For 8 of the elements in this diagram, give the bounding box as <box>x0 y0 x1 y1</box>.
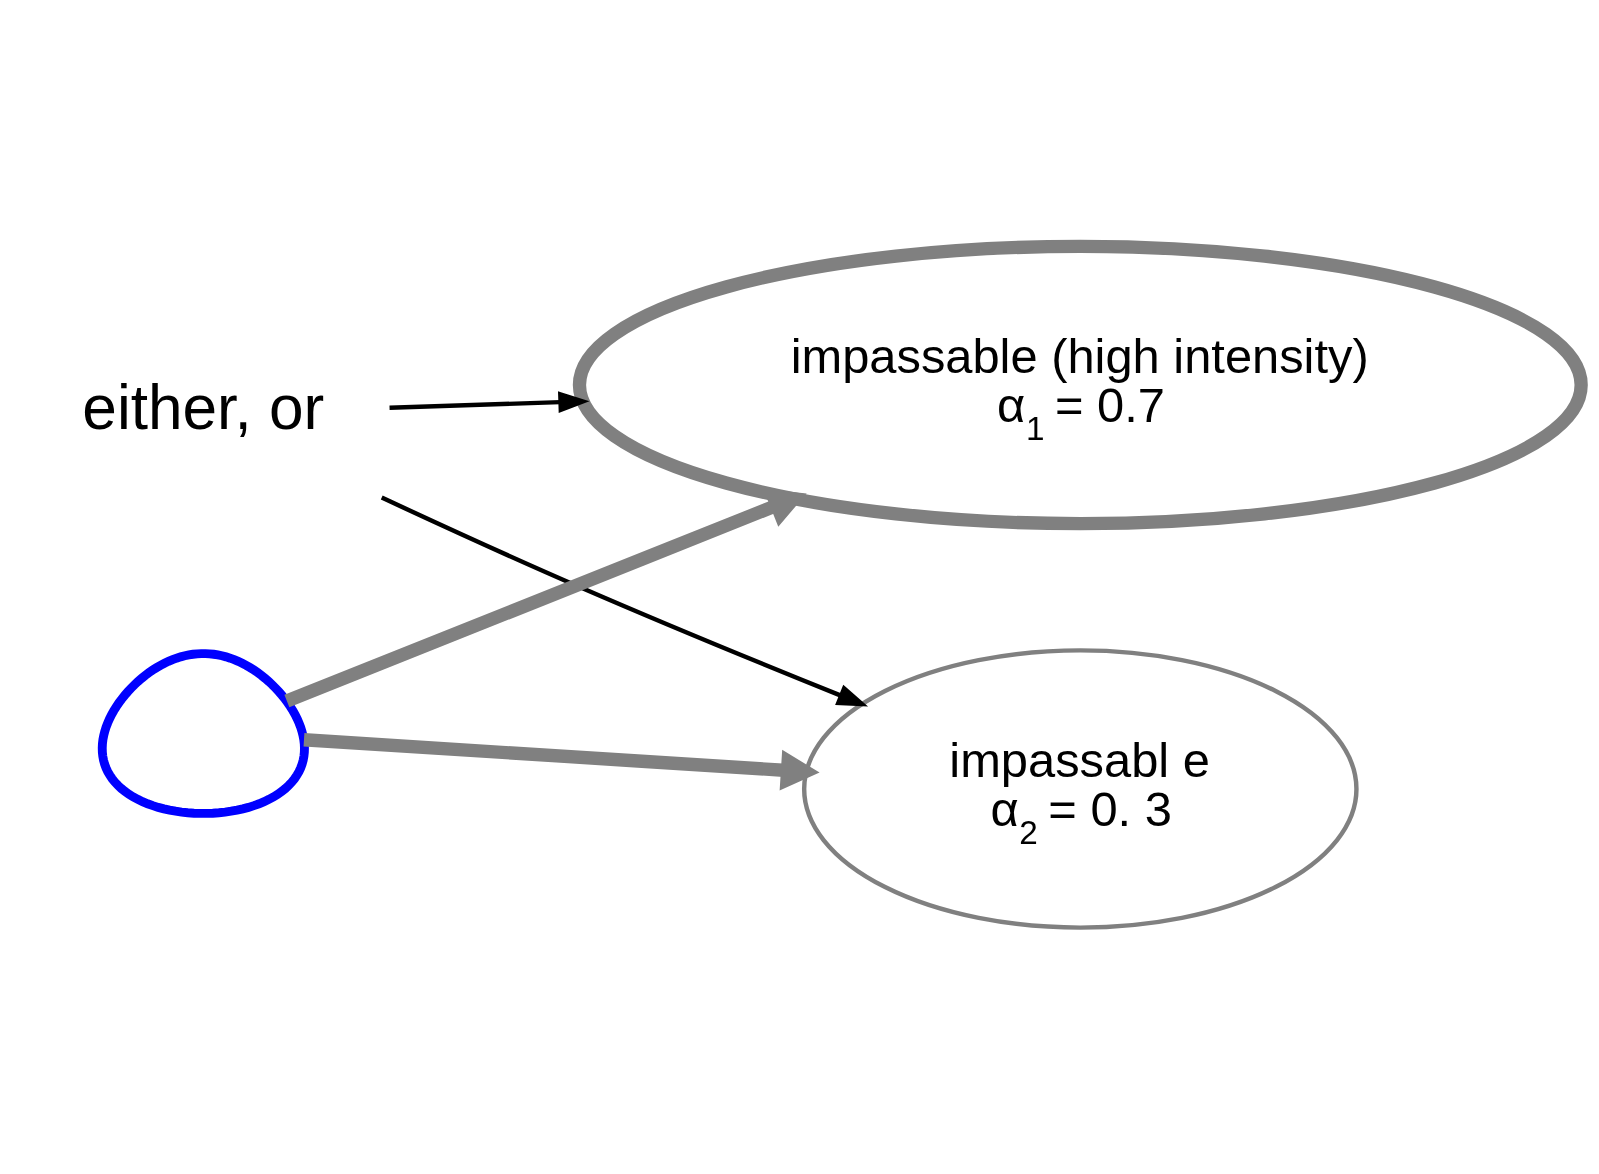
arrow <box>380 495 869 707</box>
arrow <box>284 488 807 708</box>
node-text: either, or <box>82 373 325 443</box>
node-blob <box>97 649 309 818</box>
arrow <box>389 391 590 414</box>
node-ellipse: impassable (high intensity) α$_{1}$ = 0.7 <box>572 239 1588 531</box>
arrow <box>303 733 820 791</box>
node-ellipse: impassabl e α$_{2}$ = 0. 3 <box>801 648 1359 930</box>
